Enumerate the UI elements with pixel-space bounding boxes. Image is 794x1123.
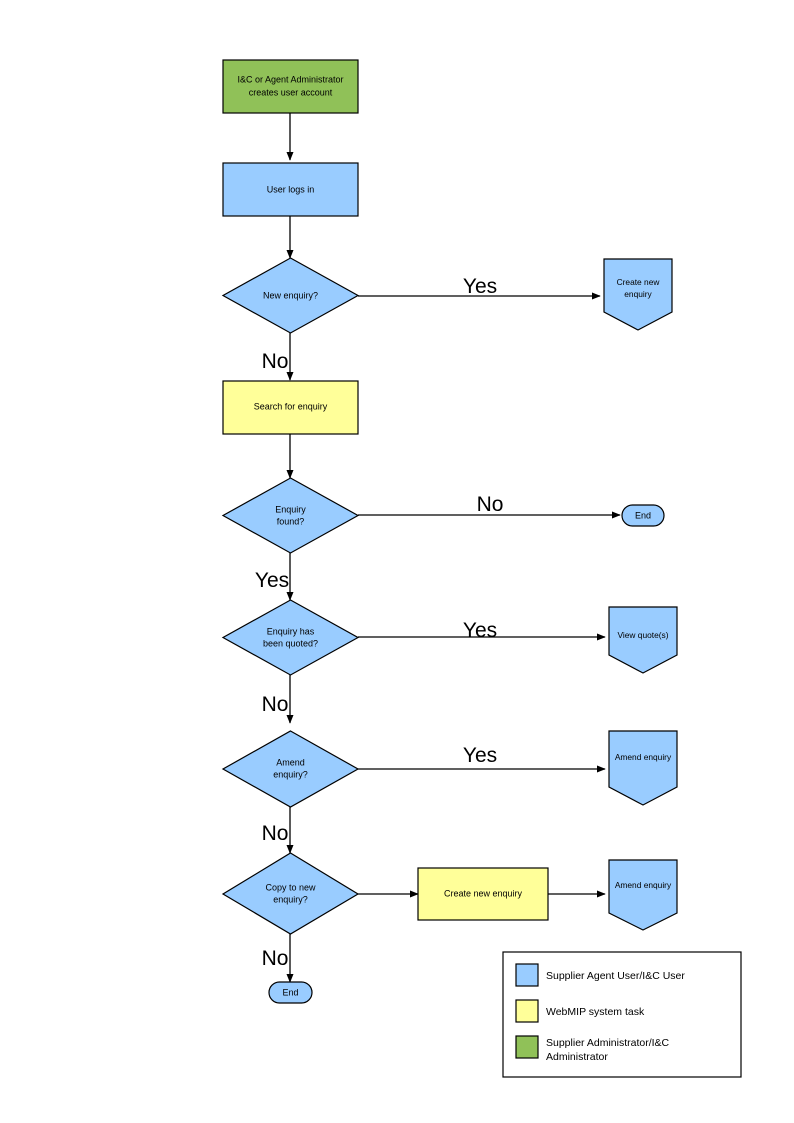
legend-container — [502, 951, 742, 1078]
create-new-enquiry-bottom-shape — [417, 867, 549, 921]
legend-label-webmip-system-task: WebMIP system task — [546, 1006, 645, 1018]
node-create-new-enquiry-top[interactable]: Create new enquiry — [603, 258, 673, 331]
search-for-enquiry-shape — [222, 380, 359, 435]
create-new-enquiry-top-label-line2: enquiry — [624, 289, 652, 299]
edge-label-found-no: No — [477, 493, 504, 516]
copy-to-new-enquiry-decision-shape — [221, 852, 360, 935]
edge-label-quoted-yes: Yes — [463, 619, 497, 642]
end-top-shape — [621, 504, 665, 527]
enquiry-quoted-decision-label-line1: Enquiry has — [267, 626, 315, 636]
node-copy-to-new-enquiry-decision[interactable]: Copy to new enquiry? — [221, 852, 360, 935]
node-enquiry-found-decision[interactable]: Enquiry found? — [221, 477, 360, 554]
node-user-logs-in[interactable]: User logs in — [222, 162, 359, 217]
legend-swatch-admin-green — [515, 1035, 539, 1059]
node-new-enquiry-decision[interactable]: New enquiry? — [221, 257, 360, 334]
legend-item-webmip-system-task: WebMIP system task — [515, 999, 645, 1023]
amend-enquiry-decision-label-line2: enquiry? — [273, 769, 308, 779]
edge-label-amend-yes: Yes — [463, 744, 497, 767]
amend-enquiry-action-2-label: Amend enquiry — [615, 880, 672, 890]
view-quotes-label: View quote(s) — [617, 630, 668, 640]
edge-label-new-enquiry-no: No — [262, 350, 289, 373]
legend: Supplier Agent User/I&C User WebMIP syst… — [502, 951, 742, 1078]
legend-item-supplier-agent-user: Supplier Agent User/I&C User — [515, 963, 685, 987]
amend-enquiry-action-shape — [608, 730, 678, 806]
copy-to-new-enquiry-decision-label-line2: enquiry? — [273, 894, 308, 904]
node-amend-enquiry-decision[interactable]: Amend enquiry? — [221, 730, 360, 808]
create-new-enquiry-bottom-label: Create new enquiry — [444, 888, 523, 898]
edge-label-amend-no: No — [262, 822, 289, 845]
node-search-for-enquiry[interactable]: Search for enquiry — [222, 380, 359, 435]
user-logs-in-label: User logs in — [267, 184, 315, 194]
edge-label-new-enquiry-yes: Yes — [463, 275, 497, 298]
enquiry-found-decision-label-line2: found? — [277, 516, 305, 526]
edge-label-found-yes: Yes — [255, 569, 289, 592]
node-amend-enquiry-action[interactable]: Amend enquiry — [608, 730, 678, 806]
end-top-label: End — [635, 510, 651, 520]
new-enquiry-decision-label: New enquiry? — [263, 290, 318, 300]
node-create-user-account[interactable]: I&C or Agent Administrator creates user … — [222, 59, 359, 114]
legend-label-supplier-administrator-line1: Supplier Administrator/I&C — [546, 1037, 670, 1049]
node-view-quotes[interactable]: View quote(s) — [608, 606, 678, 674]
node-create-new-enquiry-bottom[interactable]: Create new enquiry — [417, 867, 549, 921]
copy-to-new-enquiry-decision-label-line1: Copy to new — [265, 882, 316, 892]
legend-item-supplier-administrator: Supplier Administrator/I&C Administrator — [515, 1035, 670, 1063]
create-user-account-shape — [222, 59, 359, 114]
enquiry-found-decision-label-line1: Enquiry — [275, 504, 306, 514]
new-enquiry-decision-shape — [221, 257, 360, 334]
amend-enquiry-action-label: Amend enquiry — [615, 752, 672, 762]
enquiry-quoted-decision-shape — [221, 599, 360, 676]
user-logs-in-shape — [222, 162, 359, 217]
create-new-enquiry-top-label-line1: Create new — [617, 277, 661, 287]
create-user-account-label-line1: I&C or Agent Administrator — [237, 74, 343, 84]
edge-label-copy-no: No — [262, 947, 289, 970]
search-for-enquiry-label: Search for enquiry — [254, 401, 328, 411]
legend-swatch-user-blue — [515, 963, 539, 987]
enquiry-quoted-decision-label-line2: been quoted? — [263, 638, 318, 648]
legend-swatch-system-yellow — [515, 999, 539, 1023]
node-end-top[interactable]: End — [621, 504, 665, 527]
enquiry-found-decision-shape — [221, 477, 360, 554]
node-enquiry-quoted-decision[interactable]: Enquiry has been quoted? — [221, 599, 360, 676]
edges-layer — [286, 113, 621, 983]
legend-label-supplier-administrator-line2: Administrator — [546, 1051, 608, 1063]
node-amend-enquiry-action-2[interactable]: Amend enquiry — [608, 859, 678, 931]
edge-label-quoted-no: No — [262, 693, 289, 716]
edge-labels-layer: Yes No No Yes Yes No Yes No No — [255, 275, 504, 970]
create-new-enquiry-top-shape — [603, 258, 673, 331]
create-user-account-label-line2: creates user account — [249, 87, 333, 97]
node-end-bottom[interactable]: End — [268, 981, 313, 1004]
amend-enquiry-action-2-shape — [608, 859, 678, 931]
amend-enquiry-decision-shape — [221, 730, 360, 808]
amend-enquiry-decision-label-line1: Amend — [276, 757, 305, 767]
end-bottom-label: End — [282, 987, 298, 997]
view-quotes-shape — [608, 606, 678, 674]
end-bottom-shape — [268, 981, 313, 1004]
legend-label-supplier-agent-user: Supplier Agent User/I&C User — [546, 970, 685, 982]
